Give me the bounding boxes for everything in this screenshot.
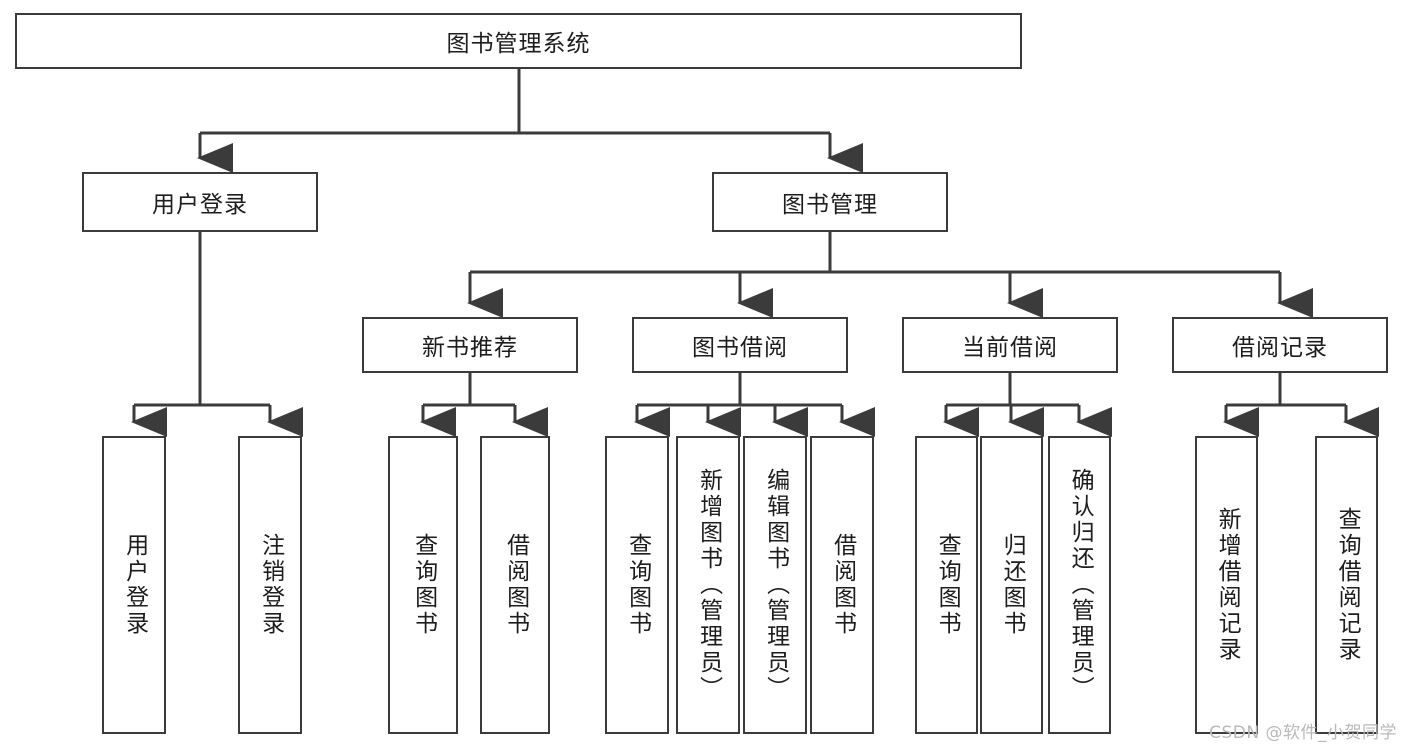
node-book-management-label: 图书管理 xyxy=(782,192,878,218)
node-leaf-borrow-book-2[interactable]: 借阅图书 xyxy=(810,436,874,734)
node-root[interactable]: 图书管理系统 xyxy=(15,13,1022,69)
node-leaf-borrow-book-2-label: 借阅图书 xyxy=(829,533,856,637)
node-leaf-borrow-book-1-label: 借阅图书 xyxy=(502,533,529,637)
node-leaf-confirm-return[interactable]: 确认归还（管理员） xyxy=(1048,436,1111,734)
node-leaf-query-book-3[interactable]: 查询图书 xyxy=(915,436,978,734)
node-leaf-query-record[interactable]: 查询借阅记录 xyxy=(1315,436,1378,734)
node-book-borrow-label: 图书借阅 xyxy=(692,335,788,361)
node-leaf-query-book-1-label: 查询图书 xyxy=(410,533,437,637)
node-current-borrow-label: 当前借阅 xyxy=(962,335,1058,361)
node-root-label: 图书管理系统 xyxy=(446,31,591,57)
node-leaf-edit-book-label: 编辑图书（管理员） xyxy=(762,468,789,702)
node-current-borrow[interactable]: 当前借阅 xyxy=(902,317,1118,373)
node-leaf-user-login-label: 用户登录 xyxy=(121,533,148,637)
node-new-book-recommend-label: 新书推荐 xyxy=(422,335,518,361)
node-new-book-recommend[interactable]: 新书推荐 xyxy=(362,317,578,373)
node-leaf-add-book[interactable]: 新增图书（管理员） xyxy=(676,436,740,734)
node-leaf-return-book-label: 归还图书 xyxy=(999,533,1026,637)
node-leaf-query-book-2-label: 查询图书 xyxy=(624,533,651,637)
node-leaf-logout[interactable]: 注销登录 xyxy=(238,436,302,734)
node-leaf-confirm-return-label: 确认归还（管理员） xyxy=(1067,468,1094,702)
node-borrow-record[interactable]: 借阅记录 xyxy=(1172,317,1388,373)
node-leaf-add-record[interactable]: 新增借阅记录 xyxy=(1195,436,1258,734)
node-leaf-query-book-2[interactable]: 查询图书 xyxy=(605,436,669,734)
node-leaf-return-book[interactable]: 归还图书 xyxy=(980,436,1043,734)
node-leaf-add-record-label: 新增借阅记录 xyxy=(1214,507,1241,663)
node-leaf-add-book-label: 新增图书（管理员） xyxy=(695,468,722,702)
node-book-borrow[interactable]: 图书借阅 xyxy=(632,317,848,373)
node-leaf-edit-book[interactable]: 编辑图书（管理员） xyxy=(743,436,807,734)
node-leaf-user-login[interactable]: 用户登录 xyxy=(102,436,166,734)
node-leaf-query-book-3-label: 查询图书 xyxy=(934,533,961,637)
node-book-management[interactable]: 图书管理 xyxy=(712,172,948,232)
node-borrow-record-label: 借阅记录 xyxy=(1232,335,1328,361)
node-user-login[interactable]: 用户登录 xyxy=(82,172,318,232)
node-leaf-logout-label: 注销登录 xyxy=(257,533,284,637)
node-leaf-borrow-book-1[interactable]: 借阅图书 xyxy=(480,436,550,734)
node-leaf-query-book-1[interactable]: 查询图书 xyxy=(388,436,458,734)
node-user-login-label: 用户登录 xyxy=(152,192,248,218)
csdn-watermark: CSDN @软件_小贺同学 xyxy=(1209,723,1397,743)
node-leaf-query-record-label: 查询借阅记录 xyxy=(1334,507,1361,663)
